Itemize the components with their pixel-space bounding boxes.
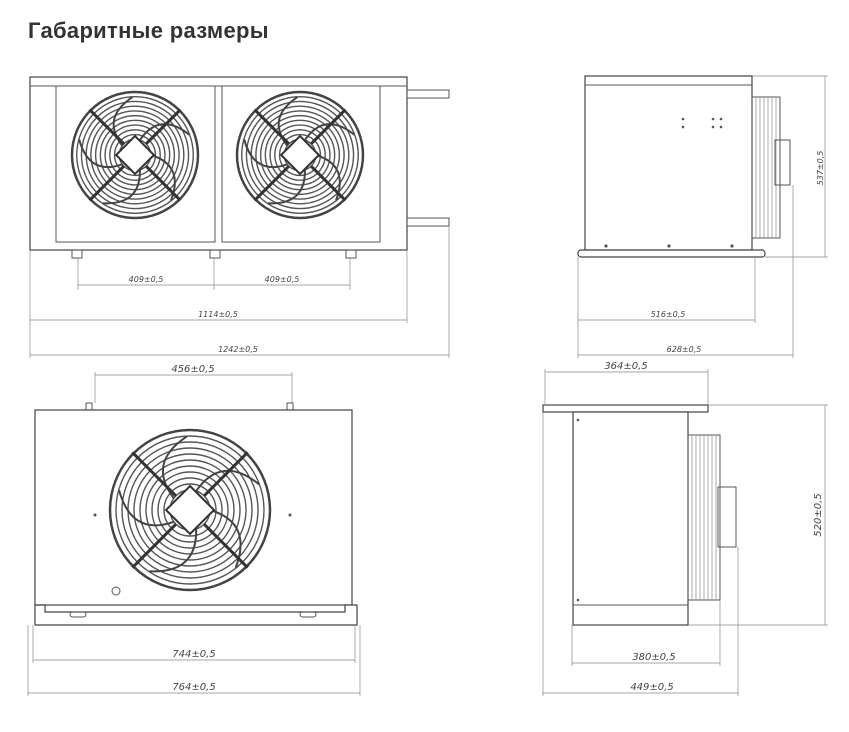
fan-icon — [70, 90, 200, 220]
dim-top-plate: 364±0,5 — [604, 361, 647, 372]
page-title: Габаритные размеры — [28, 18, 269, 43]
dim-mount: 456±0,5 — [171, 364, 214, 375]
dim-height: 537±0,5 — [816, 151, 825, 186]
dim-base-depth: 516±0,5 — [651, 310, 686, 319]
dim-height: 520±0,5 — [813, 493, 824, 536]
dim-body-width: 1114±0,5 — [198, 310, 238, 319]
side-view-two-fan-unit: 516±0,5 628±0,5 537±0,5 — [577, 75, 828, 358]
dim-fan-pitch-1: 409±0,5 — [129, 275, 164, 284]
fan-icon — [235, 90, 365, 220]
side-view-single-fan-unit: 364±0,5 520±0,5 380±0,5 449±0,5 — [542, 361, 828, 696]
dim-total-width: 1242±0,5 — [218, 345, 258, 354]
front-view-two-fan-unit: 409±0,5 409±0,5 1114±0,5 1242±0,5 — [29, 76, 450, 358]
dim-body-depth: 380±0,5 — [632, 652, 675, 663]
fan-icon — [108, 428, 272, 592]
dim-total-depth: 628±0,5 — [667, 345, 702, 354]
dim-fan-pitch-2: 409±0,5 — [265, 275, 300, 284]
dim-total-width: 764±0,5 — [172, 682, 215, 693]
front-view-single-fan-unit: 456±0,5 744±0,5 764±0,5 — [27, 364, 361, 696]
dim-total-depth: 449±0,5 — [630, 682, 673, 693]
dim-body-width: 744±0,5 — [172, 649, 215, 660]
